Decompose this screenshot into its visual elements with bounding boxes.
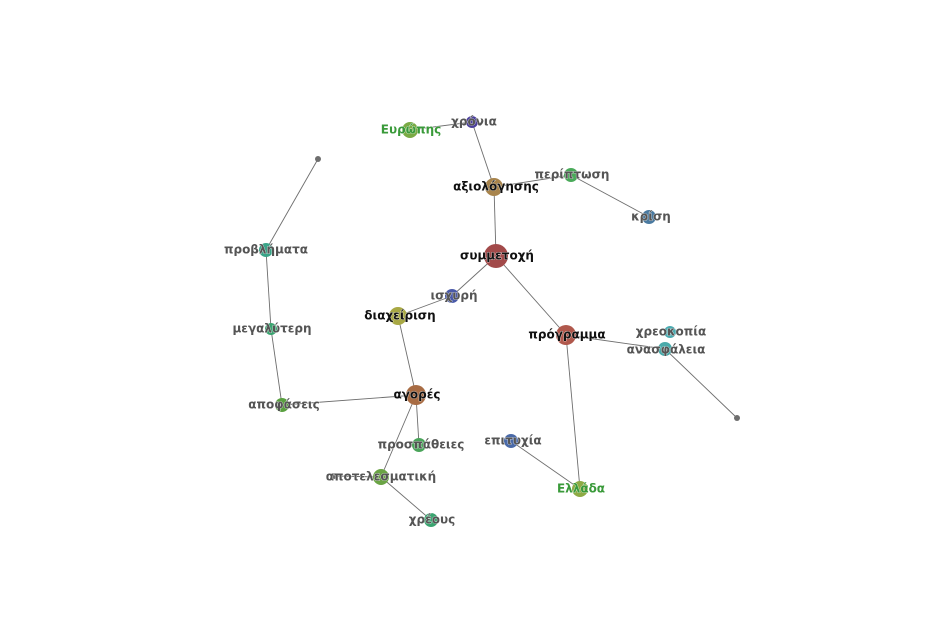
- edge-symmetochi-programma: [495, 255, 567, 336]
- node-label-symmetochi: συμμετοχή: [460, 249, 534, 263]
- edge-diacheirisi-agores: [397, 315, 417, 396]
- edge-programma-anasfaleia: [565, 334, 666, 350]
- node-anasfaleia[interactable]: [658, 342, 672, 356]
- node-provlimata[interactable]: [259, 243, 273, 257]
- edge-apofaseis-megalyteri: [270, 328, 283, 406]
- node-diacheirisi[interactable]: [389, 307, 407, 325]
- node-label-chreous: χρέους: [409, 513, 455, 527]
- node-ellada[interactable]: [572, 481, 588, 497]
- node-label-programma: πρόγραμμα: [528, 328, 605, 342]
- node-label-prospatheies: προσπάθειες: [378, 438, 465, 452]
- node-dot2[interactable]: [331, 473, 337, 479]
- edge-axiologisis-xronia: [471, 121, 495, 188]
- graph-nodes: [259, 116, 740, 527]
- edge-megalyteri-provlimata: [265, 249, 272, 330]
- node-label-diacheirisi: διαχείριση: [364, 309, 435, 323]
- node-ischyri[interactable]: [445, 289, 459, 303]
- edge-axiologisis-peripitosi: [493, 174, 572, 188]
- node-label-ischyri: ισχυρή: [431, 289, 478, 303]
- node-agores[interactable]: [406, 385, 426, 405]
- node-dot3[interactable]: [734, 415, 740, 421]
- node-krisi[interactable]: [642, 210, 656, 224]
- node-label-apofaseis: αποφάσεις: [248, 398, 319, 412]
- node-dot1[interactable]: [315, 156, 321, 162]
- node-label-axiologisis: αξιολόγησης: [453, 180, 539, 194]
- edge-peripitosi-krisi: [570, 174, 650, 218]
- edge-xronia-evropis: [409, 121, 473, 131]
- node-label-provlimata: προβλήματα: [224, 243, 308, 257]
- node-label-chreokopia: χρεοκοπία: [636, 325, 706, 339]
- node-label-peripitosi: περίπτωση: [535, 168, 610, 182]
- node-label-anasfaleia: ανασφάλεια: [627, 343, 706, 357]
- node-prospatheies[interactable]: [412, 438, 426, 452]
- edge-ellada-epitychia: [510, 440, 581, 490]
- edge-ischyri-diacheirisi: [397, 295, 453, 317]
- graph-labels: συμμετοχή αξιολόγησης πρόγραμμα αγορές διαχε…: [224, 114, 707, 527]
- edge-agores-apofaseis: [281, 394, 417, 406]
- node-xronia[interactable]: [466, 116, 478, 128]
- node-label-megalyteri: μεγαλύτερη: [232, 322, 311, 336]
- node-peripitosi[interactable]: [564, 168, 578, 182]
- node-evropis[interactable]: [402, 122, 418, 138]
- node-label-krisi: κρίση: [631, 210, 671, 224]
- edge-provlimata-dot1: [265, 158, 319, 251]
- node-axiologisis[interactable]: [485, 178, 503, 196]
- node-label-xronia: χρόνια: [451, 115, 497, 129]
- node-label-evropis: Ευρώπης: [381, 123, 441, 137]
- node-label-epitychia: επιτυχία: [484, 434, 541, 448]
- node-apotelesmatiki[interactable]: [373, 469, 389, 485]
- edge-apotelesmatiki-chreous: [380, 476, 432, 521]
- edge-programma-ellada: [565, 334, 581, 490]
- node-symmetochi[interactable]: [484, 244, 508, 268]
- edge-anasfaleia-dot3: [664, 348, 738, 419]
- node-apofaseis[interactable]: [275, 398, 289, 412]
- node-label-apotelesmatiki: αποτελεσματική: [326, 470, 436, 484]
- node-megalyteri[interactable]: [265, 323, 277, 335]
- node-programma[interactable]: [556, 325, 576, 345]
- node-chreokopia[interactable]: [664, 326, 676, 338]
- node-epitychia[interactable]: [504, 434, 518, 448]
- edge-agores-apotelesmatiki: [380, 394, 417, 478]
- graph-edges: [265, 121, 738, 521]
- node-label-agores: αγορές: [393, 388, 440, 402]
- node-chreous[interactable]: [424, 513, 438, 527]
- node-label-ellada: Ελλάδα: [557, 482, 605, 496]
